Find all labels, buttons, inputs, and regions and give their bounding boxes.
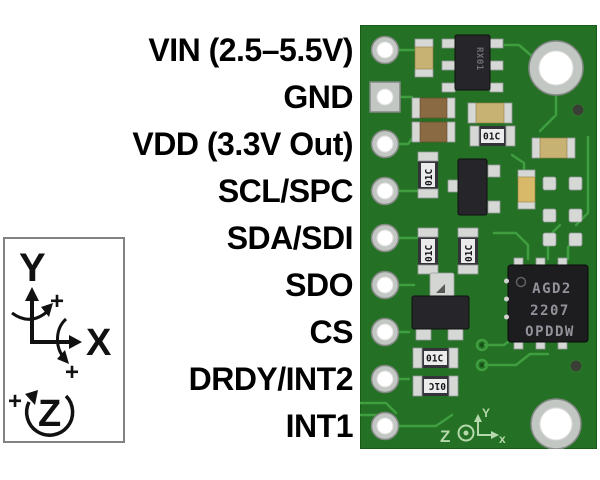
- pin-label-scl: SCL/SPC: [217, 173, 354, 209]
- pin-hole-cs: [370, 317, 400, 347]
- resistor: 01C: [412, 375, 459, 397]
- ic-marking-line3: OPDDW: [525, 324, 575, 340]
- resistor: 01C: [412, 347, 459, 369]
- y-axis-arrowhead: [25, 287, 39, 301]
- pin-label-vdd: VDD (3.3V Out): [132, 126, 353, 162]
- capacitor: [517, 169, 536, 210]
- transistor: [447, 158, 501, 216]
- axis-orientation-box: Y + + X + Z: [3, 237, 125, 443]
- pin-hole-drdy: [370, 364, 400, 394]
- z-out-of-board-icon: [457, 424, 475, 442]
- capacitor: [411, 97, 456, 119]
- axis-orientation-diagram: Y + + X + Z: [8, 246, 112, 437]
- resistor-marking: 01C: [426, 354, 443, 365]
- diode: [429, 272, 455, 301]
- resistor: 01C: [417, 151, 439, 199]
- pin-hole-scl: [370, 176, 400, 206]
- resistor: 01C: [457, 227, 479, 275]
- mounting-hole-bottom: [530, 398, 582, 449]
- ic-marking-line2: 2207: [530, 303, 570, 319]
- pin-label-drdy: DRDY/INT2: [188, 361, 354, 397]
- solder-pads: [542, 176, 583, 247]
- resistor-marking: 01C: [464, 245, 475, 262]
- z-rotation-arrowhead: [25, 390, 38, 405]
- x-rotation-arrowhead: [57, 350, 69, 364]
- pin-label-sdo: SDO: [285, 267, 353, 303]
- pin-label-gnd: GND: [283, 79, 353, 115]
- transistor: [411, 295, 470, 341]
- resistor-marking: 01C: [424, 245, 435, 262]
- silkscreen-z-label: Z: [440, 427, 450, 446]
- silkscreen-x-label: x: [499, 432, 506, 446]
- regulator-marking: RX01: [474, 47, 484, 71]
- sensor-ic: AGD2 2207 OPDDW: [504, 257, 589, 350]
- via-bottom-right: [569, 359, 583, 373]
- voltage-regulator-ic: RX01: [441, 34, 504, 93]
- pin-hole-gnd: [369, 81, 401, 113]
- capacitor: [411, 121, 456, 143]
- copper-traces: [360, 43, 590, 428]
- z-axis-label: Z: [38, 393, 61, 435]
- x-axis-arrowhead: [69, 335, 82, 349]
- resistor: 01C: [417, 227, 439, 275]
- silkscreen-y-label: Y: [482, 406, 490, 420]
- x-axis-label: X: [86, 322, 112, 364]
- pin-label-cs: CS: [309, 314, 354, 350]
- pin-hole-vdd: [370, 129, 400, 159]
- pin1-marker-dot: [515, 276, 527, 288]
- resistor-marking: 01C: [483, 132, 500, 143]
- silkscreen-axis-marking: Z Y x: [440, 406, 506, 446]
- pin-hole-vin: [370, 35, 400, 65]
- pin-label-int1: INT1: [285, 408, 354, 444]
- z-rotation-plus: +: [8, 388, 22, 415]
- y-rotation-plus: +: [50, 288, 64, 315]
- pin-label-vin: VIN (2.5–5.5V): [148, 32, 353, 68]
- vias: [475, 338, 489, 372]
- pin-label-sda: SDA/SDI: [226, 220, 354, 256]
- capacitor: [531, 137, 576, 159]
- resistor: 01C: [469, 125, 516, 147]
- capacitor: [414, 38, 434, 78]
- resistor-marking: 01C: [424, 169, 435, 186]
- y-rotation-arrowhead: [41, 303, 53, 317]
- y-axis-label: Y: [19, 246, 46, 290]
- resistor-marking: 01C: [429, 380, 446, 391]
- x-rotation-plus: +: [65, 359, 79, 386]
- z-rotation-circle: [24, 394, 75, 437]
- capacitor: [467, 102, 513, 124]
- pcb-board: RX01 01: [360, 25, 597, 449]
- pin-hole-sda: [370, 223, 400, 253]
- pin-hole-sdo: [370, 270, 400, 300]
- pin-hole-int1: [370, 411, 400, 441]
- ic-marking-line1: AGD2: [532, 281, 572, 297]
- via-top-right: [571, 103, 585, 117]
- mounting-hole-top: [528, 40, 584, 96]
